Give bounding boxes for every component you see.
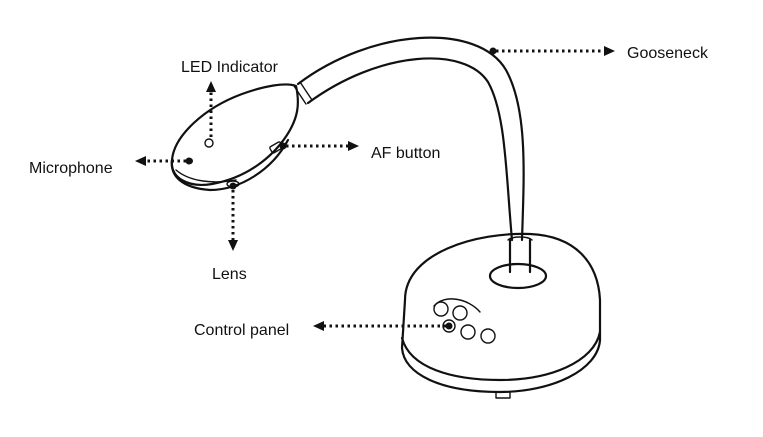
- label-lens: Lens: [212, 266, 247, 283]
- control-panel-buttons: [433, 298, 496, 344]
- led-indicator-light: [204, 138, 214, 148]
- leader-gooseneck: [489, 46, 615, 56]
- leader-microphone: [135, 156, 193, 166]
- camera-head: [170, 83, 299, 192]
- leader-lens: [228, 182, 238, 251]
- label-gooseneck: Gooseneck: [627, 45, 709, 62]
- gooseneck-arm: [293, 36, 525, 242]
- leader-led-indicator: [206, 81, 216, 137]
- leader-control-panel: [313, 321, 453, 331]
- label-control-panel: Control panel: [194, 322, 289, 339]
- label-led-indicator: LED Indicator: [181, 59, 279, 76]
- leader-af-button: [279, 141, 359, 151]
- label-af-button: AF button: [371, 145, 440, 162]
- label-microphone: Microphone: [29, 160, 113, 177]
- camera-base: [400, 232, 602, 399]
